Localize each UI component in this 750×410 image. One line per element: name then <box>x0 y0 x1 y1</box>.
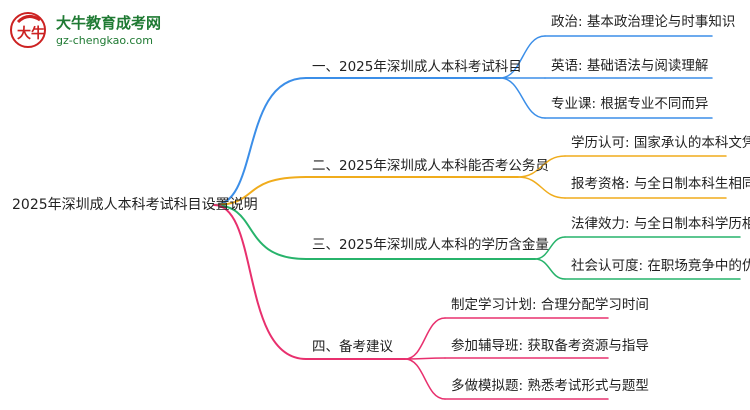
leaf-1-3: 专业课: 根据专业不同而异 <box>551 96 709 112</box>
connector-root-branch-1 <box>213 77 307 206</box>
connector-root-branch-3 <box>213 204 307 260</box>
connector-branch-2-leaf-2 <box>517 176 566 199</box>
leaf-4-1: 制定学习计划: 合理分配学习时间 <box>451 297 649 313</box>
logo-mark: 大牛 <box>17 25 45 42</box>
logo-url: gz-chengkao.com <box>56 34 153 47</box>
leaf-2-2: 报考资格: 与全日制本科生相同 <box>571 176 750 192</box>
connector-branch-1-leaf-1 <box>499 35 546 79</box>
connector-branch-3-leaf-2 <box>534 258 566 280</box>
branch-3-label: 三、2025年深圳成人本科的学历含金量 <box>312 237 549 253</box>
connector-root-branch-4 <box>213 204 307 360</box>
connector-branch-2-leaf-1 <box>517 155 566 178</box>
leaf-4-3: 多做模拟题: 熟悉考试形式与题型 <box>451 378 649 394</box>
leaf-4-2: 参加辅导班: 获取备考资源与指导 <box>451 338 649 354</box>
connector-root-branch-2 <box>213 176 307 206</box>
connector-branch-1-leaf-3 <box>499 77 546 119</box>
connector-branch-4-leaf-1 <box>404 317 446 360</box>
leaf-1-2: 英语: 基础语法与阅读理解 <box>551 58 709 74</box>
leaf-1-1: 政治: 基本政治理论与时事知识 <box>551 14 736 30</box>
leaf-3-1: 法律效力: 与全日制本科学历相同 <box>571 216 750 232</box>
branch-4-label: 四、备考建议 <box>312 339 393 355</box>
logo-emblem: 大牛 <box>10 12 46 48</box>
connector-branch-3-leaf-1 <box>534 236 566 260</box>
connector-branch-4-leaf-3 <box>404 358 446 400</box>
branch-2-label: 二、2025年深圳成人本科能否考公务员 <box>312 158 549 174</box>
leaf-2-1: 学历认可: 国家承认的本科文凭 <box>571 135 750 151</box>
branch-1-label: 一、2025年深圳成人本科考试科目 <box>312 59 522 75</box>
leaf-3-2: 社会认可度: 在职场竞争中的优势 <box>571 258 750 274</box>
root-node: 2025年深圳成人本科考试科目设置说明 <box>12 197 258 213</box>
logo-title: 大牛教育成考网 <box>56 14 162 32</box>
site-logo: 大牛 大牛教育成考网 gz-chengkao.com <box>8 8 168 52</box>
